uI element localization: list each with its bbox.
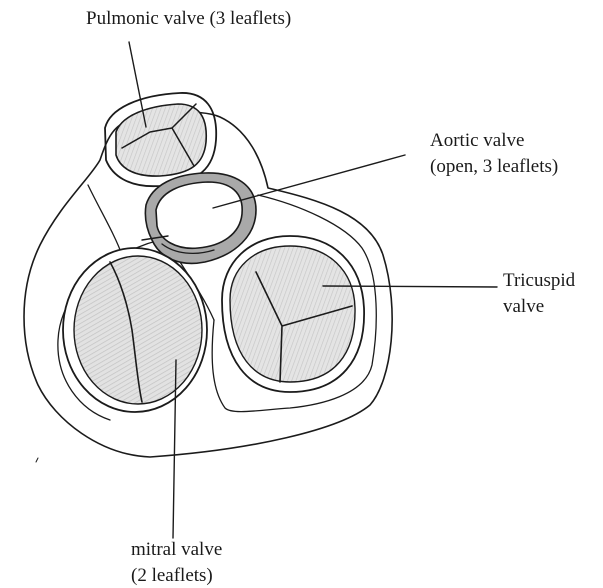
- pencil-mark: [36, 458, 38, 462]
- aortic-valve-label-line1: Aortic valve: [430, 128, 558, 154]
- tricuspid-leaflets: [230, 246, 355, 382]
- mitral-valve-label-line2: (2 leaflets): [131, 563, 222, 588]
- aortic-valve-label: Aortic valve (open, 3 leaflets): [430, 128, 558, 180]
- tricuspid-valve-label: Tricuspid valve: [503, 268, 575, 320]
- aortic-valve: [145, 173, 256, 263]
- tricuspid-valve-label-line1: Tricuspid: [503, 268, 575, 294]
- aortic-valve-label-line2: (open, 3 leaflets): [430, 154, 558, 180]
- pulmonic-valve-label-line1: Pulmonic valve (3 leaflets): [86, 6, 291, 32]
- pulmonic-valve: [105, 93, 216, 186]
- tricuspid-valve: [222, 236, 364, 392]
- pulmonic-valve-label: Pulmonic valve (3 leaflets): [86, 6, 291, 32]
- mitral-valve-label-line1: mitral valve: [131, 537, 222, 563]
- mitral-valve: [63, 248, 207, 412]
- mitral-valve-label: mitral valve (2 leaflets): [131, 537, 222, 588]
- septum-line: [88, 185, 122, 255]
- tricuspid-valve-label-line2: valve: [503, 294, 575, 320]
